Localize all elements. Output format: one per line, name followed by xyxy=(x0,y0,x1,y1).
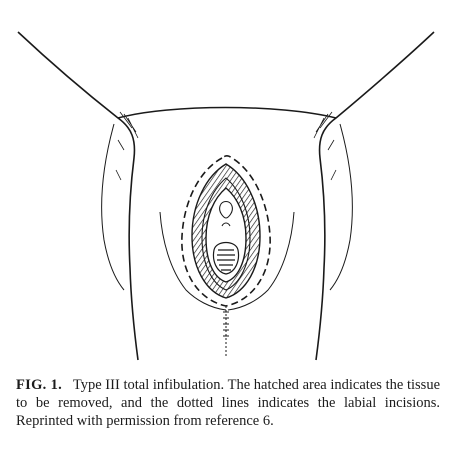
figure-label: FIG. 1. xyxy=(16,377,62,393)
urethral-detail xyxy=(222,223,230,226)
clitoral-detail xyxy=(220,202,233,219)
right-thigh-shading xyxy=(314,112,336,180)
right-thigh-crease xyxy=(330,124,352,290)
opening-ridges xyxy=(217,250,235,270)
figure-caption-text: Type III total infibulation. The hatched… xyxy=(16,377,440,429)
anatomical-line-drawing xyxy=(0,0,452,368)
abdomen-line xyxy=(118,108,336,119)
left-thigh-crease xyxy=(102,124,124,290)
vaginal-opening xyxy=(214,243,239,275)
right-thigh-outline xyxy=(316,32,434,360)
figure-caption: FIG. 1. Type III total infibulation. The… xyxy=(16,376,440,430)
left-thigh-outline xyxy=(18,32,138,360)
